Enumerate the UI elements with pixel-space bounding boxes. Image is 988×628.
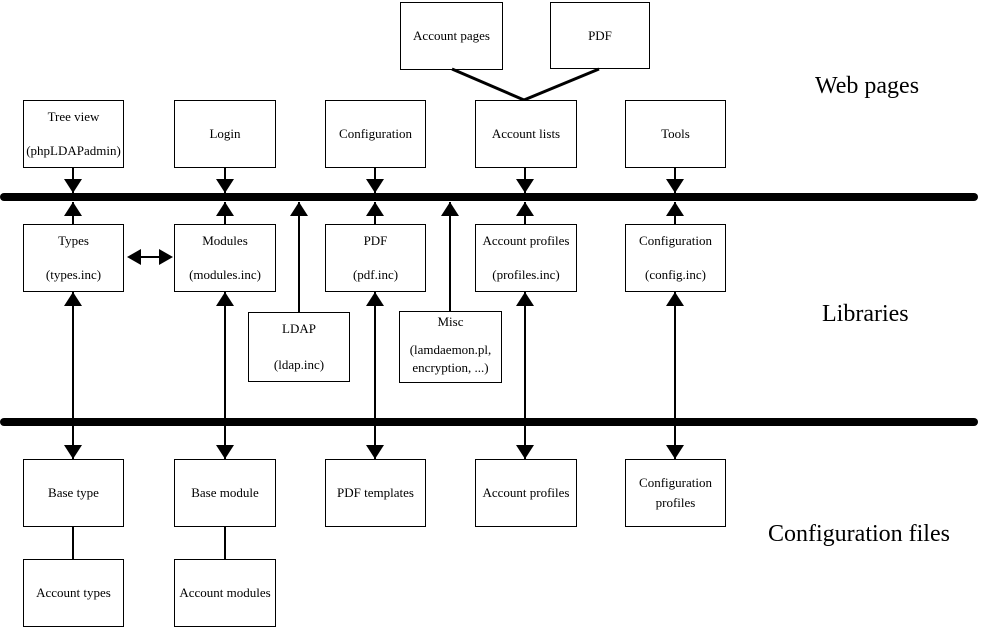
section-label-web-pages: Web pages: [815, 73, 920, 99]
box-label: PDF templates: [337, 485, 414, 500]
arrowhead-right-icon: [159, 249, 173, 265]
box-account-profiles-lib: Account profiles (profiles.inc): [475, 224, 577, 292]
box-label: Base module: [191, 485, 259, 500]
box-sublabel: (config.inc): [644, 267, 706, 282]
connector-line: [224, 292, 226, 459]
connector-line: [72, 292, 74, 459]
connector-line: [374, 292, 376, 459]
box-sublabel: (types.inc): [45, 267, 102, 282]
box-label: Configuration: [339, 126, 412, 141]
box-label: Account profiles: [482, 485, 570, 500]
box-label: Misc: [437, 314, 464, 329]
box-label: Modules: [202, 233, 248, 248]
box-label: Account profiles: [482, 233, 570, 248]
box-label: Account pages: [413, 28, 490, 43]
arrowhead-down-icon: [366, 445, 384, 459]
box-label: PDF: [588, 27, 612, 43]
box-ldap: LDAP (ldap.inc): [248, 312, 350, 382]
box-pdf-lib: PDF (pdf.inc): [325, 224, 426, 292]
arrowhead-down-icon: [516, 445, 534, 459]
arrowhead-down-icon: [216, 179, 234, 193]
box-label: Tree view: [47, 109, 100, 124]
box-modules: Modules (modules.inc): [174, 224, 276, 292]
box-label: Login: [209, 126, 241, 141]
box-account-profiles-files: Account profiles: [475, 459, 577, 527]
arrowhead-down-icon: [516, 179, 534, 193]
arrowhead-down-icon: [666, 445, 684, 459]
box-label: LDAP: [282, 321, 316, 336]
box-types: Types (types.inc): [23, 224, 124, 292]
box-account-pages: Account pages: [400, 2, 503, 70]
box-sublabel: (profiles.inc): [492, 267, 560, 282]
box-label: Configuration: [639, 233, 712, 248]
box-pdf-templates: PDF templates: [325, 459, 426, 527]
connector-line: [374, 202, 376, 224]
box-label: Types: [58, 233, 89, 248]
box-tree-view: Tree view (phpLDAPadmin): [23, 100, 124, 168]
arrowhead-down-icon: [64, 179, 82, 193]
connector-line: [674, 202, 676, 224]
arrowhead-left-icon: [127, 249, 141, 265]
connector-line: [674, 292, 676, 459]
box-label: Account modules: [179, 585, 271, 600]
box-sublabel: (phpLDAPadmin): [26, 143, 121, 158]
bus-libraries-config: [0, 418, 978, 426]
connector-line: [449, 202, 451, 311]
box-tools: Tools: [625, 100, 726, 168]
arrowhead-down-icon: [366, 179, 384, 193]
connector-line: [72, 527, 74, 559]
box-login: Login: [174, 100, 276, 168]
box-sublabel: (modules.inc): [189, 267, 261, 282]
box-label: Base type: [48, 485, 99, 500]
connector-line: [523, 67, 600, 102]
box-base-type: Base type: [23, 459, 124, 527]
box-pdf-web: PDF: [550, 2, 650, 69]
box-label: PDF: [363, 233, 388, 248]
connector-line: [524, 202, 526, 224]
connector-line: [451, 67, 525, 102]
box-configuration-page: Configuration: [325, 100, 426, 168]
box-label: Configuration profiles: [639, 475, 712, 510]
box-label: Account lists: [491, 126, 561, 141]
box-label: Account types: [36, 585, 111, 600]
connector-line: [298, 202, 300, 312]
section-label-configuration-files: Configuration files: [768, 521, 950, 547]
connector-line: [72, 202, 74, 224]
box-misc: Misc (lamdaemon.pl, encryption, ...): [399, 311, 502, 383]
connector-line: [524, 292, 526, 459]
connector-accountpages-pdf-to-accountlists: [451, 67, 600, 102]
box-label: Tools: [661, 126, 690, 141]
box-sublabel: (lamdaemon.pl, encryption, ...): [409, 342, 492, 375]
box-account-types: Account types: [23, 559, 124, 627]
section-label-libraries: Libraries: [822, 301, 909, 327]
box-sublabel: (pdf.inc): [352, 267, 399, 282]
arrowhead-down-icon: [64, 445, 82, 459]
box-account-modules: Account modules: [174, 559, 276, 627]
connector-line: [224, 527, 226, 559]
bus-web-libraries: [0, 193, 978, 201]
connector-line: [134, 256, 162, 258]
box-base-module: Base module: [174, 459, 276, 527]
box-account-lists: Account lists: [475, 100, 577, 168]
box-configuration-profiles: Configuration profiles: [625, 459, 726, 527]
arrowhead-down-icon: [216, 445, 234, 459]
box-configuration-lib: Configuration (config.inc): [625, 224, 726, 292]
arrowhead-down-icon: [666, 179, 684, 193]
connector-line: [224, 202, 226, 224]
box-sublabel: (ldap.inc): [273, 357, 325, 372]
